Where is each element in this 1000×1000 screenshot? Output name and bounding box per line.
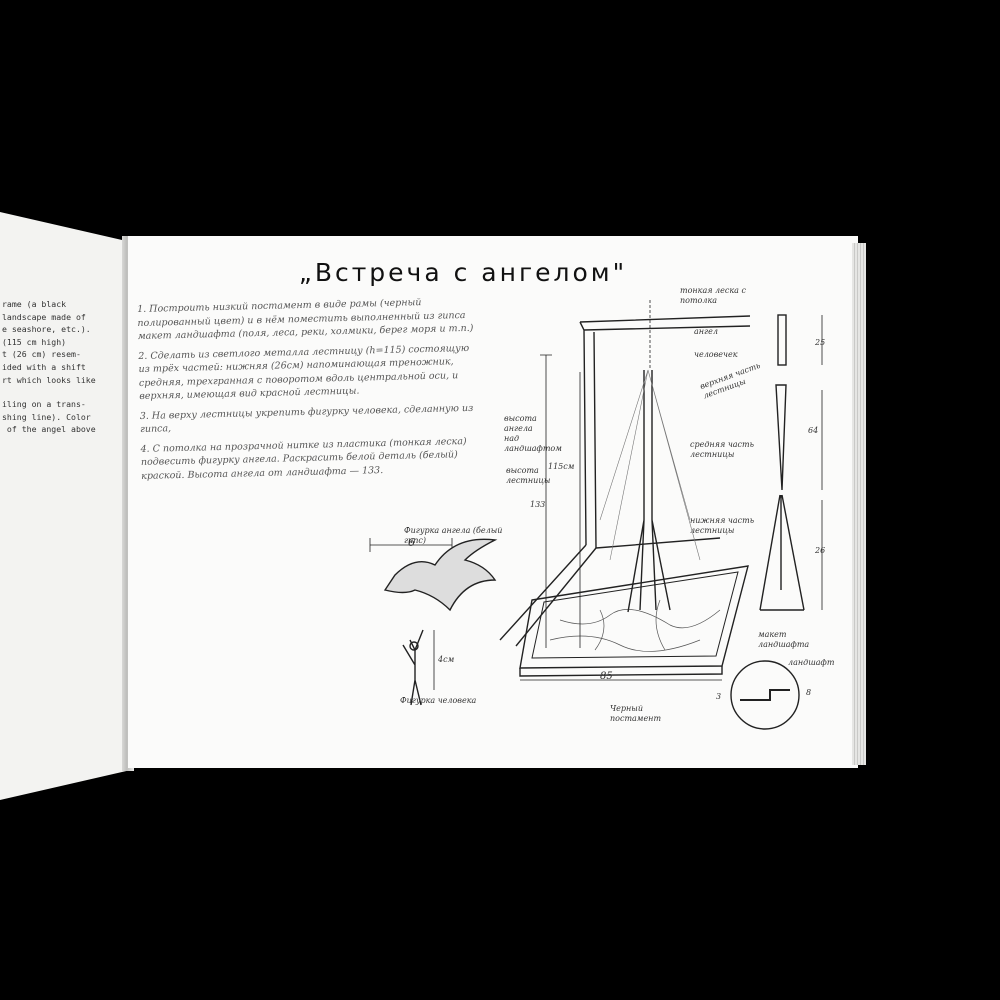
label-plinth: Черный постамент (610, 704, 662, 723)
label-dim-25: 25 (815, 338, 826, 347)
label-man-figure: Фигурка человека (400, 696, 477, 705)
label-dim-8: 8 (806, 688, 812, 697)
ladder-middle-part (775, 384, 787, 491)
label-landscape-small: ландшафт (788, 658, 835, 667)
ladder-top-part (777, 314, 787, 366)
label-angel-height: высота ангела над ландшафтом (504, 414, 562, 453)
man-head (409, 641, 419, 651)
right-page (128, 236, 858, 768)
ladder-legs (627, 519, 671, 613)
label-dim-26: 26 (815, 546, 826, 555)
label-middle-part: средняя часть лестницы (690, 440, 754, 459)
perspective-lines (599, 369, 701, 561)
label-landscape-model: макет ландшафта (758, 630, 810, 649)
label-ceiling-line: тонкая леска с потолка (680, 286, 746, 305)
angel-figure (383, 538, 498, 612)
label-man: человечек (694, 350, 738, 359)
left-page-paragraph-1: rame (a black landscape made of e seasho… (2, 299, 96, 385)
label-bottom-part: нижняя часть лестницы (690, 516, 755, 535)
left-page-text: rame (a black landscape made of e seasho… (2, 298, 122, 436)
dimension-angel-height (540, 354, 552, 648)
label-height-115: 115см (548, 462, 575, 471)
left-page: rame (a black landscape made of e seasho… (0, 212, 128, 800)
plinth-inner (531, 571, 739, 659)
detail-profile (740, 689, 790, 701)
landscape-texture (549, 599, 721, 652)
plinth-base (519, 666, 723, 677)
label-man-height: 4см (438, 655, 455, 664)
ladder-bottom-part (759, 494, 805, 611)
label-dim-64: 64 (808, 426, 819, 435)
label-height-133: 133 (530, 500, 546, 509)
room-corner-lines (579, 315, 751, 549)
page-edges (852, 243, 866, 765)
man-figure (402, 629, 424, 706)
label-ladder-height: высота лестницы (506, 466, 551, 485)
label-angel-width: 6 (408, 536, 415, 549)
label-angel-figure: Фигурка ангела (белый гипс) (404, 526, 503, 545)
left-page-paragraph-2: iling on a trans- shing line). Color of … (2, 399, 96, 435)
detail-circle (730, 660, 800, 730)
label-dim-3: 3 (716, 692, 722, 701)
label-angel: ангел (694, 327, 718, 336)
floor-lines (499, 537, 721, 647)
sketch-title: „Встреча с ангелом" (298, 258, 628, 287)
ladder-top (643, 370, 653, 520)
label-width-85: 85 (600, 671, 613, 682)
